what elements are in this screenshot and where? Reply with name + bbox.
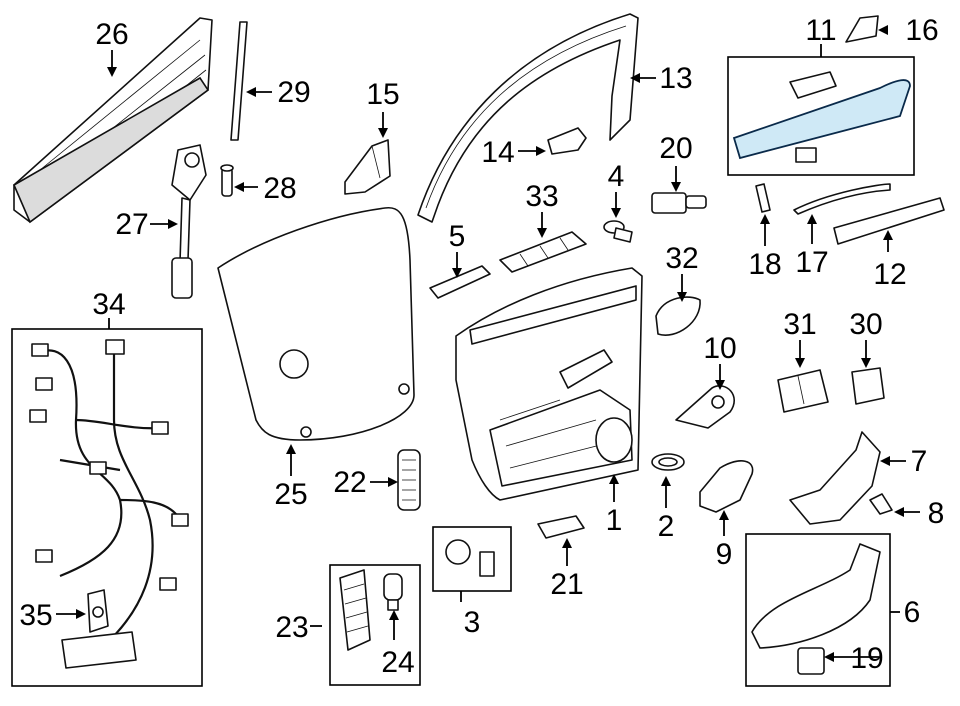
part-20-switch[interactable] [651, 192, 707, 214]
part-27-window-regulator[interactable] [171, 144, 207, 299]
callout-6: 6 [904, 596, 921, 629]
part-2-retainer[interactable] [651, 453, 685, 471]
callout-27: 27 [115, 208, 148, 241]
callout-19: 19 [850, 642, 883, 675]
part-7-armrest-bracket[interactable] [789, 431, 881, 525]
callout-9: 9 [716, 538, 733, 571]
part-21-lamp[interactable] [537, 515, 585, 539]
part-23-speaker-grille[interactable] [339, 569, 371, 651]
callout-29: 29 [277, 76, 310, 109]
part-13-door-frame-seal[interactable] [417, 13, 639, 223]
part-35-grommet[interactable] [87, 589, 109, 633]
callout-18: 18 [748, 248, 781, 281]
part-26-door-glass[interactable] [12, 17, 213, 224]
callout-3: 3 [464, 606, 481, 639]
callout-23: 23 [275, 611, 308, 644]
part-8-clip[interactable] [869, 493, 893, 515]
callout-11: 11 [805, 14, 836, 47]
callout-34: 34 [92, 288, 125, 321]
callout-30: 30 [849, 308, 882, 341]
part-11-trim-strip-highlighted[interactable] [732, 71, 911, 163]
part-19-switch[interactable] [797, 647, 825, 675]
callout-14: 14 [481, 136, 514, 169]
callout-35: 35 [19, 599, 52, 632]
part-6-armrest[interactable] [751, 543, 881, 649]
leader-lines [56, 25, 920, 662]
part-3-plug[interactable] [445, 539, 495, 577]
callout-16: 16 [905, 14, 938, 47]
part-14-bracket[interactable] [547, 127, 587, 155]
callout-22: 22 [333, 466, 366, 499]
callout-25: 25 [274, 478, 307, 511]
part-24-bulb[interactable] [383, 573, 403, 611]
part-4-bolt[interactable] [603, 220, 633, 243]
callout-33: 33 [525, 180, 558, 213]
callout-7: 7 [911, 445, 928, 478]
part-18-seal-end[interactable] [755, 183, 771, 213]
callout-13: 13 [659, 62, 692, 95]
part-12-molding[interactable] [833, 197, 945, 245]
callout-28: 28 [263, 172, 296, 205]
part-29-run-channel[interactable] [230, 21, 248, 141]
part-1-door-trim-panel[interactable] [455, 267, 643, 501]
callout-12: 12 [873, 258, 906, 291]
part-9-trim-cover[interactable] [699, 460, 754, 513]
callout-31: 31 [783, 308, 816, 341]
group-3-box [432, 526, 512, 592]
callout-24: 24 [381, 646, 414, 679]
callout-26: 26 [95, 18, 128, 51]
part-32-handle-cover[interactable] [655, 296, 701, 336]
callout-10: 10 [703, 332, 736, 365]
callout-1: 1 [606, 504, 623, 537]
callout-8: 8 [928, 497, 945, 530]
group-34-box [11, 328, 203, 687]
callout-17: 17 [795, 246, 828, 279]
part-5-reflector[interactable] [429, 265, 491, 299]
callout-21: 21 [550, 568, 583, 601]
part-15-trim[interactable] [344, 139, 391, 195]
callout-32: 32 [665, 242, 698, 275]
part-25-water-shield[interactable] [217, 206, 415, 441]
callout-15: 15 [366, 78, 399, 111]
part-16-clip[interactable] [845, 15, 879, 43]
part-31-switch[interactable] [777, 369, 829, 413]
callout-5: 5 [449, 220, 466, 253]
group-23-box [329, 564, 421, 686]
part-17-trim-strip[interactable] [793, 183, 891, 215]
part-10-handle-bezel[interactable] [675, 385, 736, 429]
group-6-box [745, 533, 891, 687]
callout-4: 4 [608, 160, 625, 193]
callout-2: 2 [658, 510, 675, 543]
part-34-wiring-harness[interactable] [29, 339, 189, 669]
part-30-switch[interactable] [851, 367, 885, 405]
part-33-switch-panel[interactable] [499, 231, 587, 273]
callout-labels: 1 2 3 4 5 6 7 8 9 10 11 12 13 14 15 16 1… [19, 14, 944, 679]
part-28-clip[interactable] [220, 164, 234, 197]
callout-20: 20 [659, 132, 692, 165]
part-22-grille[interactable] [397, 449, 421, 511]
